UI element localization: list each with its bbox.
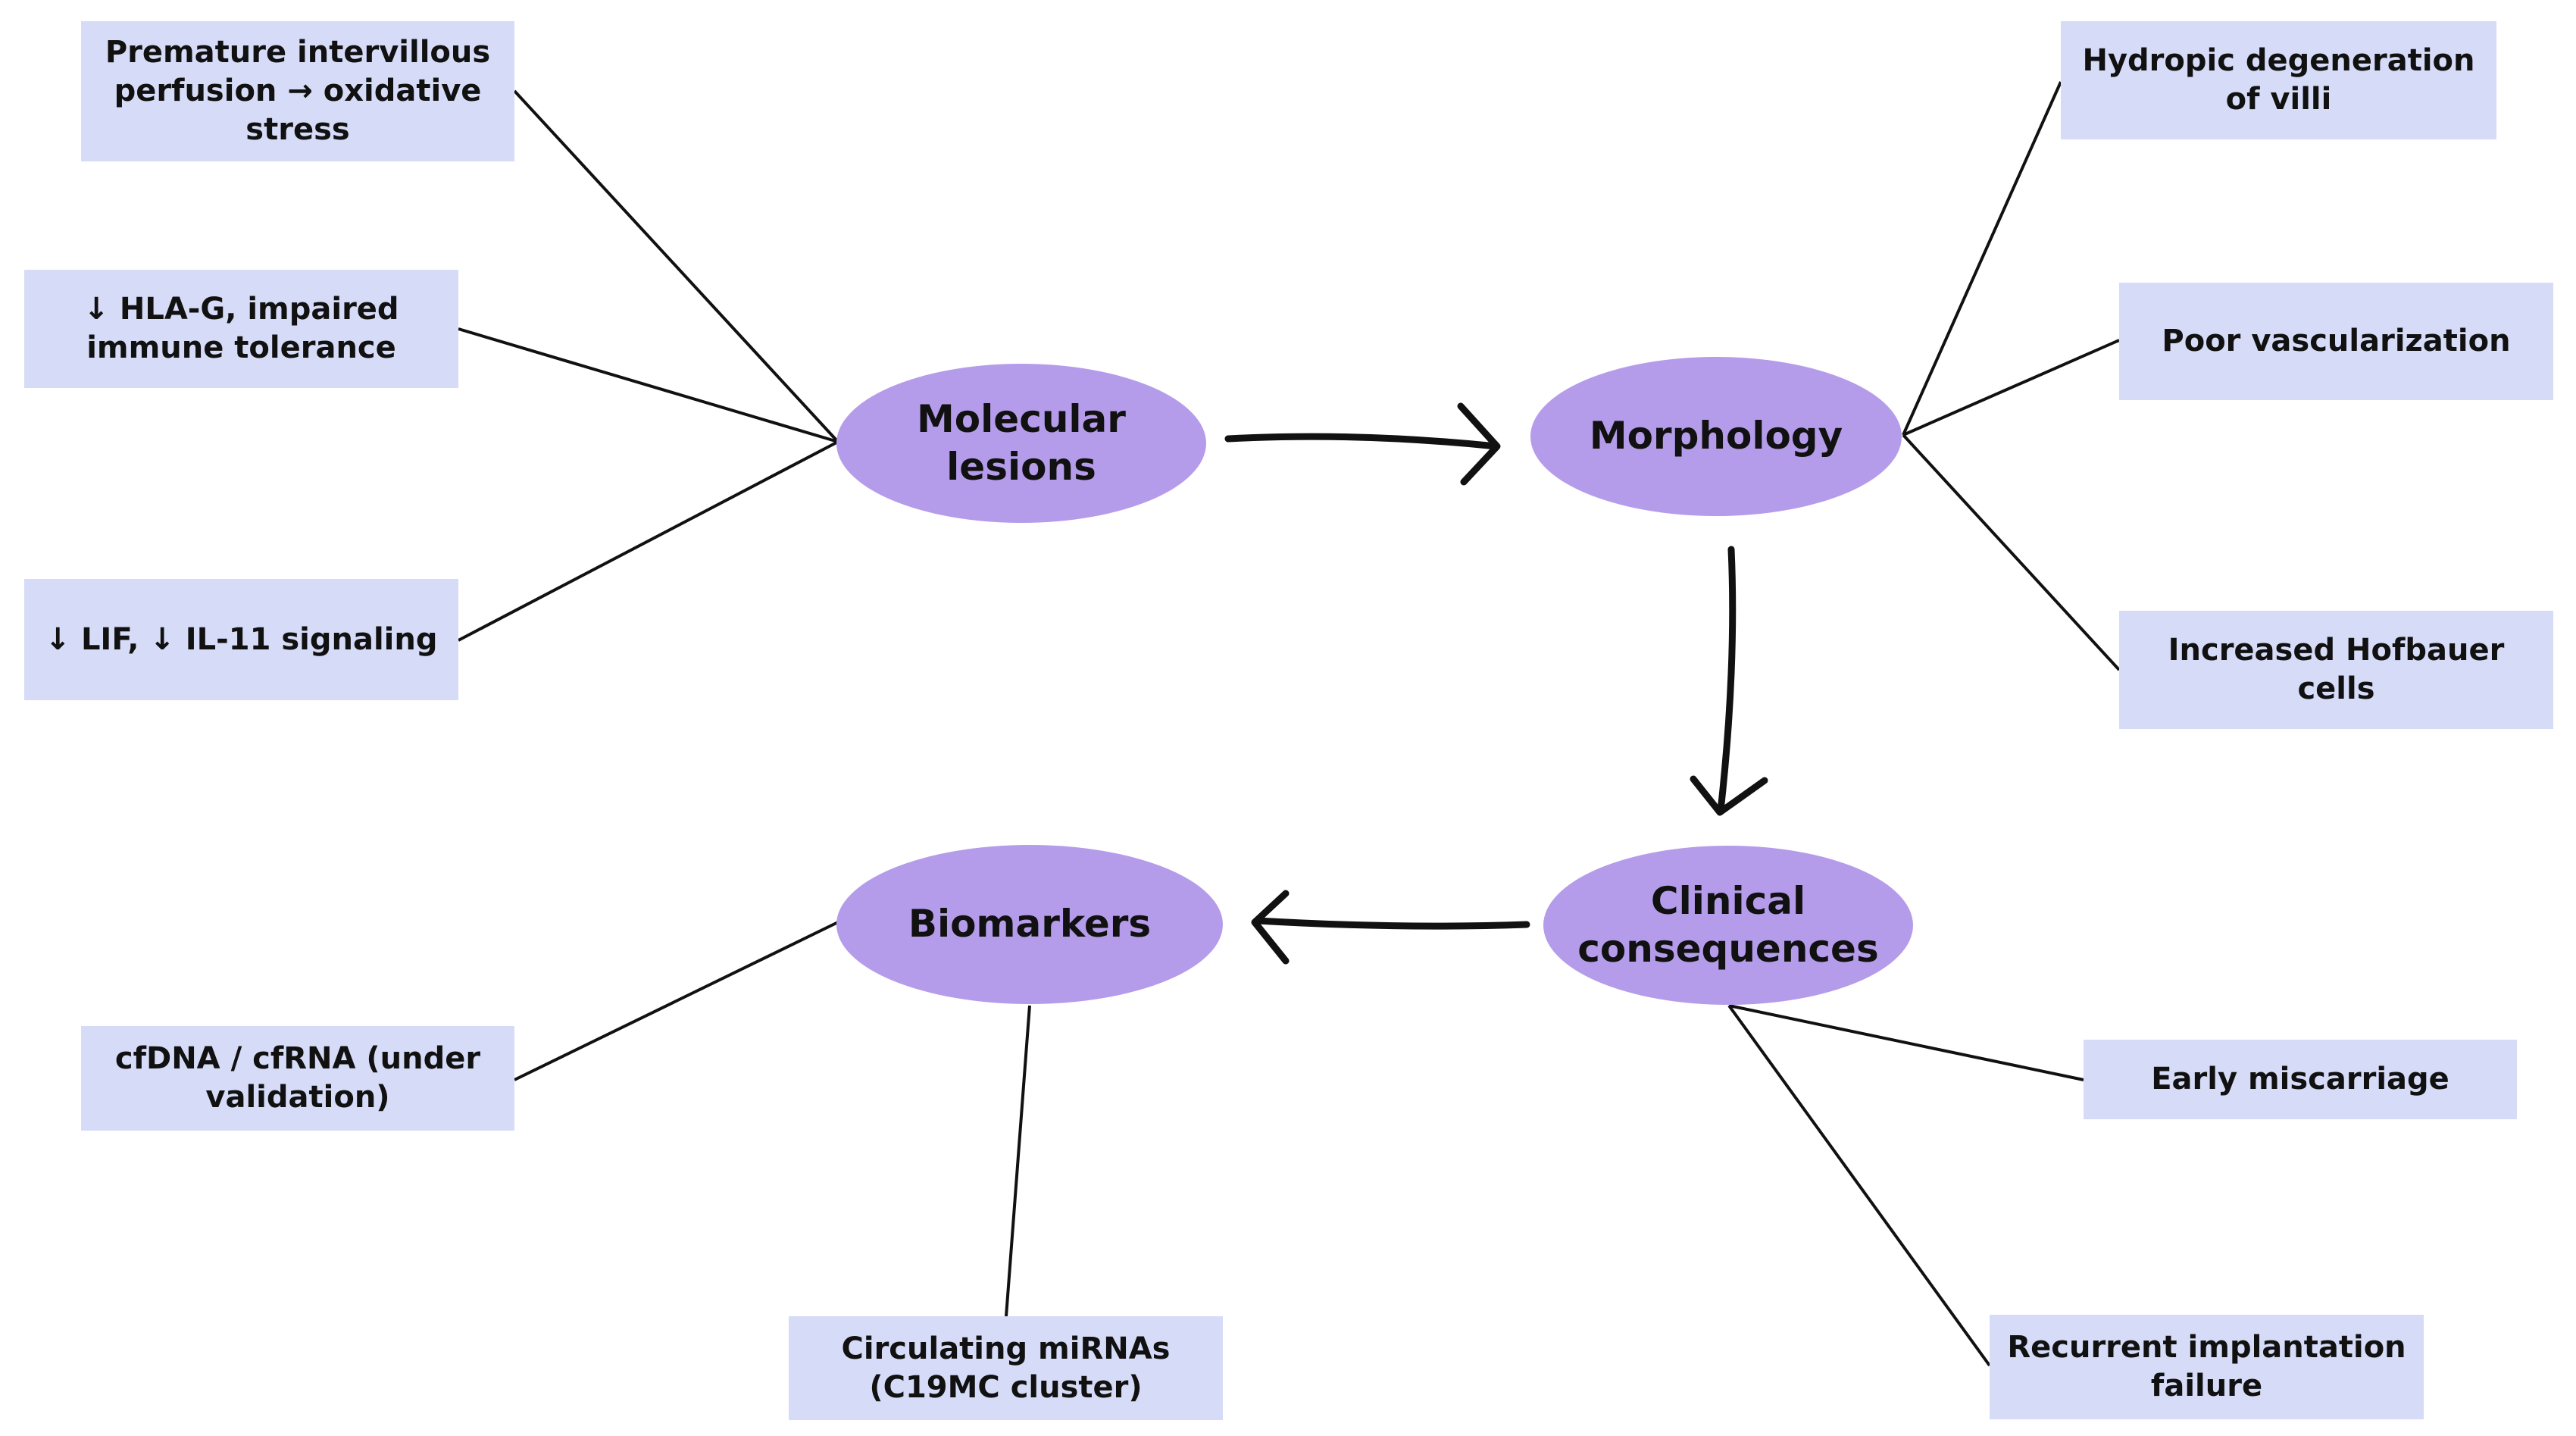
node-clinical-consequences-label: Clinical consequences [1577, 878, 1879, 971]
node-biomarkers-label: Biomarkers [908, 902, 1152, 946]
node-clinical-consequences: Clinical consequences [1543, 846, 1913, 1005]
connector-clinical-miscarriage [1728, 1004, 2084, 1081]
node-morphology: Morphology [1530, 357, 1902, 516]
connector-morphology-hofbauer [1902, 433, 2121, 671]
connector-biomarkers-mirna [1005, 1005, 1031, 1317]
box-premature-perfusion-label: Premature intervillous perfusion → oxida… [105, 35, 491, 147]
connector-molecular-lif [458, 440, 839, 642]
box-hla-g: ↓ HLA-G, impaired immune tolerance [24, 270, 458, 388]
box-cfdna-cfrna: cfDNA / cfRNA (under validation) [81, 1026, 514, 1131]
node-biomarkers: Biomarkers [836, 845, 1223, 1004]
node-morphology-label: Morphology [1589, 414, 1843, 458]
box-hydropic-degeneration-label: Hydropic degeneration of villi [2082, 43, 2475, 117]
box-recurrent-implantation: Recurrent implantation failure [1990, 1315, 2424, 1419]
arrow-molecular-to-morphology [1224, 402, 1501, 486]
connector-molecular-perfusion [513, 89, 839, 443]
box-hofbauer-cells-label: Increased Hofbauer cells [2168, 633, 2505, 706]
connector-clinical-implantation [1727, 1004, 1991, 1367]
box-early-miscarriage-label: Early miscarriage [2151, 1062, 2449, 1097]
connector-biomarkers-cfdna [514, 921, 839, 1081]
connector-molecular-hla-g [458, 327, 839, 443]
box-poor-vascularization: Poor vascularization [2119, 283, 2553, 400]
box-hydropic-degeneration: Hydropic degeneration of villi [2061, 21, 2496, 139]
box-circulating-mirnas: Circulating miRNAs (C19MC cluster) [789, 1316, 1223, 1420]
box-hla-g-label: ↓ HLA-G, impaired immune tolerance [83, 292, 399, 365]
box-poor-vascularization-label: Poor vascularization [2162, 324, 2511, 359]
node-molecular-lesions: Molecular lesions [836, 364, 1206, 523]
node-molecular-lesions-label: Molecular lesions [917, 396, 1126, 490]
box-cfdna-cfrna-label: cfDNA / cfRNA (under validation) [114, 1041, 481, 1115]
arrow-morphology-to-clinical [1690, 546, 1768, 816]
connector-morphology-vascularization [1902, 339, 2120, 436]
arrow-clinical-to-biomarkers [1251, 890, 1530, 965]
box-hofbauer-cells: Increased Hofbauer cells [2119, 611, 2553, 729]
box-early-miscarriage: Early miscarriage [2084, 1040, 2517, 1119]
connector-morphology-hydropic [1902, 81, 2062, 436]
box-lif-il11: ↓ LIF, ↓ IL-11 signaling [24, 579, 458, 700]
box-premature-perfusion: Premature intervillous perfusion → oxida… [81, 21, 514, 161]
box-lif-il11-label: ↓ LIF, ↓ IL-11 signaling [45, 621, 438, 657]
box-circulating-mirnas-label: Circulating miRNAs (C19MC cluster) [841, 1331, 1171, 1405]
box-recurrent-implantation-label: Recurrent implantation failure [2007, 1330, 2406, 1403]
